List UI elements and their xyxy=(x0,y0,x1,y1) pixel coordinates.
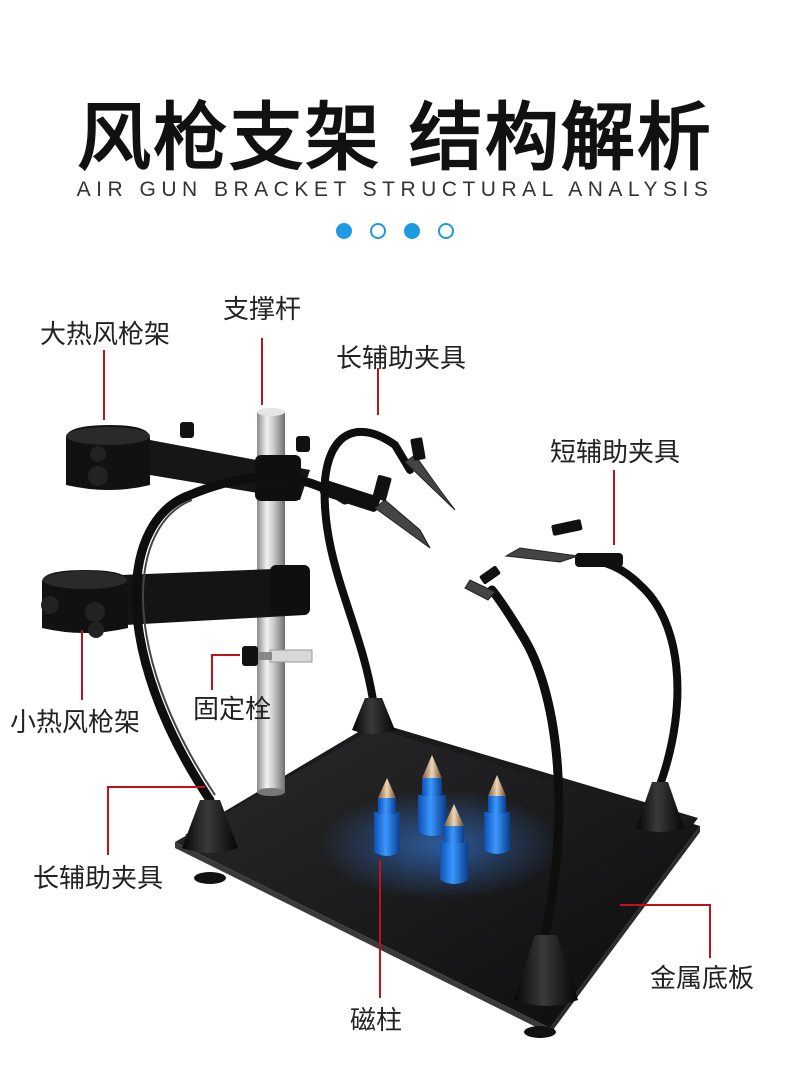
label-fixing-bolt: 固定栓 xyxy=(193,695,272,725)
decorative-dots xyxy=(0,223,790,239)
leader-line-fixing-bolt xyxy=(211,654,240,690)
arm-base-cones xyxy=(182,698,684,1006)
long-flex-arm-front xyxy=(131,472,431,805)
label-support-rod: 支撑杆 xyxy=(223,295,302,325)
page-subtitle: AIR GUN BRACKET STRUCTURAL ANALYSIS xyxy=(76,178,714,201)
short-flex-arm xyxy=(504,519,682,789)
magnetic-pillar xyxy=(374,778,400,856)
dot-2 xyxy=(370,223,386,239)
magnetic-pillar xyxy=(484,775,510,854)
leader-line-long-clip-bottom xyxy=(107,786,205,855)
fixing-bolt xyxy=(242,646,313,666)
dot-3 xyxy=(404,223,420,239)
leader-lines xyxy=(81,338,711,998)
small-gun-holder xyxy=(41,565,310,638)
label-long-clip-top: 长辅助夹具 xyxy=(336,344,467,374)
label-long-clip-bottom: 长辅助夹具 xyxy=(33,864,164,894)
dot-4 xyxy=(438,223,454,239)
leader-line-metal-base xyxy=(620,904,711,958)
magnetic-pillar xyxy=(418,755,446,836)
label-large-gun-holder: 大热风枪架 xyxy=(40,320,171,350)
label-metal-base: 金属底板 xyxy=(650,964,755,994)
label-small-gun-holder: 小热风枪架 xyxy=(10,708,141,738)
page-title: 风枪支架 结构解析 xyxy=(77,95,713,181)
label-short-clip: 短辅助夹具 xyxy=(550,438,681,468)
magnetic-pillar xyxy=(440,804,468,884)
short-flex-arm-2 xyxy=(464,565,564,940)
label-magnetic-pillar: 磁柱 xyxy=(350,1006,403,1036)
long-flex-arm-back xyxy=(320,427,456,704)
dot-1 xyxy=(336,223,352,239)
